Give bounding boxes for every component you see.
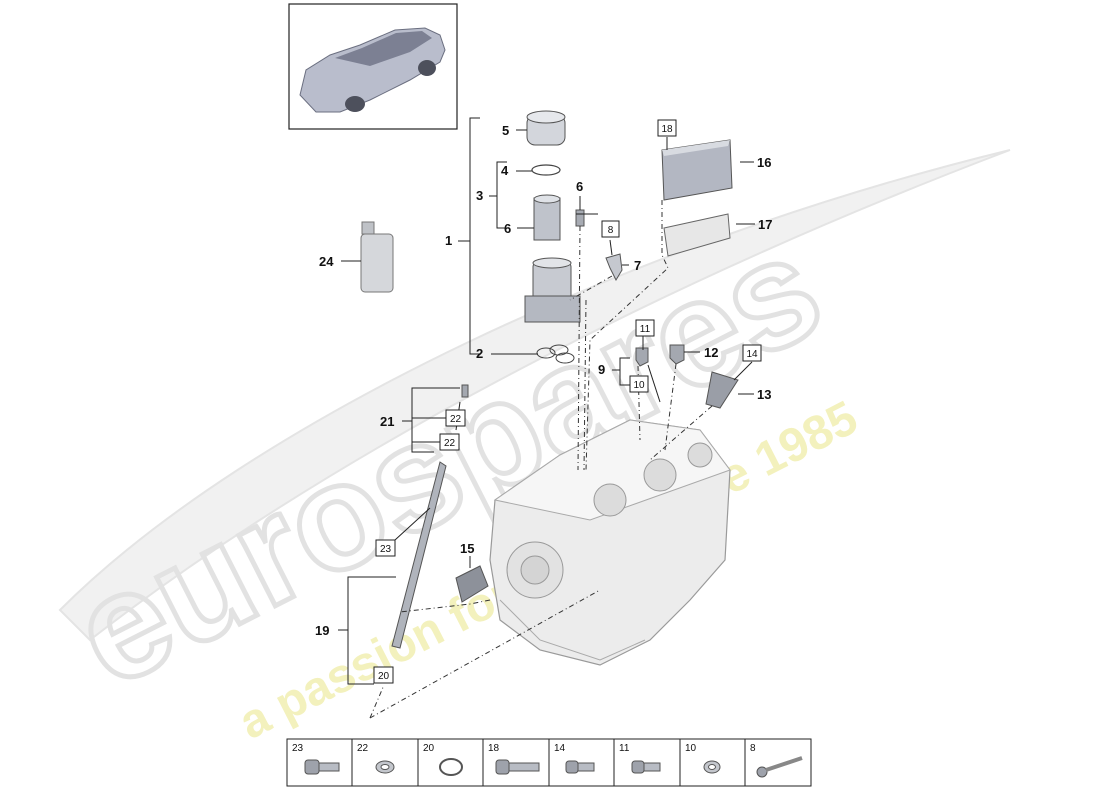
strip-washer-10 (703, 760, 721, 774)
gaskets-2 (536, 344, 575, 364)
fastener-strip: 23 22 20 18 14 11 10 8 (286, 738, 812, 787)
callout-12: 12 (704, 345, 718, 360)
car-windows (335, 31, 432, 66)
strip-bolt-8 (756, 756, 803, 778)
sensor-13 (705, 371, 739, 409)
watermark: eurospares a passion for parts since 198… (46, 149, 1011, 750)
callout-13: 13 (757, 387, 771, 402)
strip-label-22: 22 (357, 743, 369, 754)
callout-labels: 1 2 3 4 5 6 6 7 9 12 13 15 16 17 19 21 2… (315, 123, 772, 638)
callout-5: 5 (502, 123, 509, 138)
leader-lines (338, 117, 755, 685)
bracket-7 (605, 253, 623, 282)
callout-3: 3 (476, 188, 483, 203)
callout-19: 19 (315, 623, 329, 638)
callout-24: 24 (319, 254, 334, 269)
car-wheel-rear (418, 60, 436, 76)
sensor-11 (635, 347, 649, 367)
strip-label-8: 8 (750, 743, 756, 754)
o-ring-4 (531, 164, 561, 176)
strip-label-14: 14 (554, 743, 566, 754)
callout-7: 7 (634, 258, 641, 273)
boxed-references: 8 11 10 14 18 22 22 23 20 (373, 119, 762, 684)
callout-17: 17 (758, 217, 772, 232)
engine-block (489, 419, 731, 666)
bolt-6-small (575, 209, 585, 227)
oil-filter-cap-5 (526, 110, 566, 146)
box-ref-18: 18 (661, 124, 673, 135)
strip-bolt-23 (304, 759, 340, 775)
dipstick-tube-19 (391, 461, 447, 649)
callout-21: 21 (380, 414, 394, 429)
box-ref-22-lower: 22 (444, 438, 456, 449)
watermark-swoosh (58, 149, 1011, 642)
callout-2: 2 (476, 346, 483, 361)
sensor-12 (669, 344, 685, 365)
plug-21 (461, 384, 469, 398)
box-ref-14: 14 (746, 349, 758, 360)
strip-washer-22 (375, 760, 395, 774)
callout-6-right: 6 (576, 179, 583, 194)
strip-label-23: 23 (292, 743, 304, 754)
callout-1: 1 (445, 233, 452, 248)
strip-bolt-14 (565, 760, 595, 774)
strip-label-11: 11 (619, 743, 630, 754)
oil-bottle-24 (360, 221, 394, 293)
box-ref-22-upper: 22 (450, 414, 462, 425)
callout-9: 9 (598, 362, 605, 377)
callout-16: 16 (757, 155, 771, 170)
callout-4: 4 (501, 163, 509, 178)
cooler-gasket-17 (663, 213, 731, 257)
callout-15: 15 (460, 541, 474, 556)
box-ref-20: 20 (378, 671, 390, 682)
callout-6-left: 6 (504, 221, 511, 236)
car-thumbnail (288, 3, 458, 130)
sensor-15 (455, 565, 489, 603)
oil-cooler-16 (661, 139, 733, 201)
strip-label-18: 18 (488, 743, 500, 754)
strip-label-10: 10 (685, 743, 697, 754)
oil-filter-element-3 (533, 194, 561, 241)
strip-label-20: 20 (423, 743, 435, 754)
box-ref-10: 10 (633, 380, 645, 391)
oil-filter-housing-1 (524, 257, 581, 323)
strip-bolt-18 (495, 759, 540, 775)
assembly-lines (369, 200, 713, 719)
car-wheel-front (345, 96, 365, 112)
box-ref-23: 23 (380, 544, 392, 555)
box-ref-8: 8 (608, 225, 614, 236)
strip-bolt-11 (631, 760, 661, 774)
strip-oring-20 (439, 758, 463, 776)
box-ref-11: 11 (640, 324, 651, 335)
